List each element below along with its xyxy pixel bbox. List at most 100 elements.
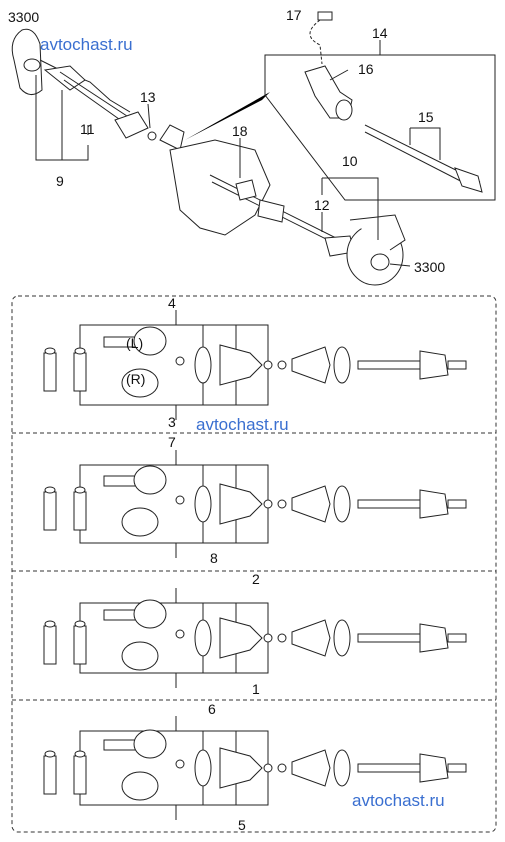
panel-2-top-number: 7 bbox=[168, 434, 176, 450]
panel-outer-border bbox=[11, 295, 497, 833]
panel-4-clamp-2 bbox=[333, 749, 351, 787]
left-outer-joint bbox=[43, 65, 86, 91]
panel-4-clamp-1 bbox=[194, 749, 212, 787]
callout-10: 10 bbox=[342, 153, 358, 169]
panel-4-inner-boot bbox=[219, 747, 263, 789]
snap-ring bbox=[147, 131, 157, 141]
bolt-17-dashed-leader bbox=[309, 19, 323, 65]
panel-3-pin-right bbox=[73, 625, 87, 665]
panel-1-clamp-2 bbox=[333, 346, 351, 384]
panel-4-snap-ring-2 bbox=[277, 763, 287, 773]
right-inner-boot bbox=[257, 199, 285, 223]
bolt-17 bbox=[317, 11, 333, 21]
panel-1-outer-boot bbox=[291, 346, 331, 384]
callout-16: 16 bbox=[358, 61, 374, 77]
left-shaft bbox=[39, 59, 131, 113]
panel-2-outer-boot bbox=[291, 485, 331, 523]
panel-3-top-number: 2 bbox=[252, 571, 260, 587]
panel-4-clip bbox=[175, 759, 185, 769]
panel-2-pin-right bbox=[73, 491, 87, 531]
panel-1-pin-left-cap bbox=[44, 347, 56, 355]
shaft-bracket bbox=[159, 124, 185, 151]
panel-3-outer-boot bbox=[291, 619, 331, 657]
callout-15: 15 bbox=[418, 109, 434, 125]
panel-2-clip bbox=[175, 495, 185, 505]
panel-4-outer-shaft bbox=[357, 763, 421, 773]
panel-2-inner-boot bbox=[219, 483, 263, 525]
callout-top-left-code: 3300 bbox=[8, 9, 39, 25]
panel-3-pin-left-cap bbox=[44, 620, 56, 628]
panel-3-outer-shaft bbox=[357, 633, 421, 643]
upper-assembly bbox=[11, 11, 496, 286]
leader-13 bbox=[147, 103, 151, 129]
panel-1-outer-shaft bbox=[357, 360, 421, 370]
panel-3-inner-joint-upper bbox=[133, 599, 167, 629]
panel-1-right-tag: (R) bbox=[126, 371, 145, 387]
panel-4-outer-spline bbox=[447, 763, 467, 773]
left-inner-boot bbox=[114, 111, 149, 139]
panel-3-clamp-1 bbox=[194, 619, 212, 657]
callout-right-code: 3300 bbox=[414, 259, 445, 275]
panel-4-pin-left-cap bbox=[44, 750, 56, 758]
panel-1-top-number: 4 bbox=[168, 295, 176, 311]
panel-1-outer-spline bbox=[447, 360, 467, 370]
panel-1-snap-ring-2 bbox=[277, 360, 287, 370]
panel-3-inner-joint-lower bbox=[121, 641, 159, 671]
right-nut bbox=[370, 253, 390, 271]
panel-2-outer-cv-joint bbox=[419, 489, 449, 519]
panel-1-bottom-number: 3 bbox=[168, 414, 176, 430]
leader-16 bbox=[329, 69, 349, 81]
panel-1-inner-joint-lower bbox=[121, 368, 159, 398]
leader-3300-right bbox=[389, 263, 411, 267]
callout-18: 18 bbox=[232, 123, 248, 139]
panel-1-pin-right-cap bbox=[74, 347, 86, 355]
panel-2-outer-spline bbox=[447, 499, 467, 509]
callout-11: 11 bbox=[80, 121, 95, 137]
callout-9: 9 bbox=[56, 173, 64, 189]
panel-1-clamp-1 bbox=[194, 346, 212, 384]
watermark-bottom: avtochast.ru bbox=[352, 791, 445, 810]
panel-4-outer-boot bbox=[291, 749, 331, 787]
panel-2-snap-ring-2 bbox=[277, 499, 287, 509]
panel-2-pin-right-cap bbox=[74, 486, 86, 494]
panel-4-snap-ring-1 bbox=[263, 763, 273, 773]
panel-4-inner-joint-upper bbox=[133, 729, 167, 759]
panel-2-inner-joint-lower bbox=[121, 507, 159, 537]
intermediate-spline bbox=[454, 167, 483, 193]
panel-4-outer-cv-joint bbox=[419, 753, 449, 783]
inset-box bbox=[264, 54, 496, 201]
panel-3-outer-spline bbox=[447, 633, 467, 643]
watermark-middle: avtochast.ru bbox=[196, 415, 289, 434]
callout-12: 12 bbox=[314, 197, 330, 213]
panel-3-pin-left bbox=[43, 625, 57, 665]
panels bbox=[43, 310, 467, 820]
panel-3-inner-boot bbox=[219, 617, 263, 659]
leader-15 bbox=[410, 127, 441, 160]
panel-1-pin-left bbox=[43, 352, 57, 392]
pointer-wedge bbox=[185, 92, 270, 140]
right-inner-joint bbox=[235, 179, 257, 201]
left-nut bbox=[23, 58, 41, 72]
panel-1-snap-ring-1 bbox=[263, 360, 273, 370]
panel-2-inner-joint-upper bbox=[133, 465, 167, 495]
center-bearing bbox=[335, 99, 353, 121]
leader-10 bbox=[322, 177, 379, 240]
panel-4-pin-left bbox=[43, 755, 57, 795]
panel-4-pin-right bbox=[73, 755, 87, 795]
panel-1-pin-right bbox=[73, 352, 87, 392]
intermediate-shaft-2 bbox=[364, 131, 479, 191]
panel-2-outer-shaft bbox=[357, 499, 421, 509]
panel-3-clamp-2 bbox=[333, 619, 351, 657]
panel-2-pin-left bbox=[43, 491, 57, 531]
panel-4-inner-joint-lower bbox=[121, 771, 159, 801]
panel-2-snap-ring-1 bbox=[263, 499, 273, 509]
panel-4-top-number: 6 bbox=[208, 701, 216, 717]
panel-2-clamp-1 bbox=[194, 485, 212, 523]
callout-14: 14 bbox=[372, 25, 388, 41]
panel-2-bottom-number: 8 bbox=[210, 550, 218, 566]
transmission bbox=[169, 139, 271, 236]
panel-1-left-tag: (L) bbox=[126, 335, 143, 351]
panel-2-clamp-2 bbox=[333, 485, 351, 523]
panel-1-clip bbox=[175, 356, 185, 366]
panel-3-snap-ring-2 bbox=[277, 633, 287, 643]
